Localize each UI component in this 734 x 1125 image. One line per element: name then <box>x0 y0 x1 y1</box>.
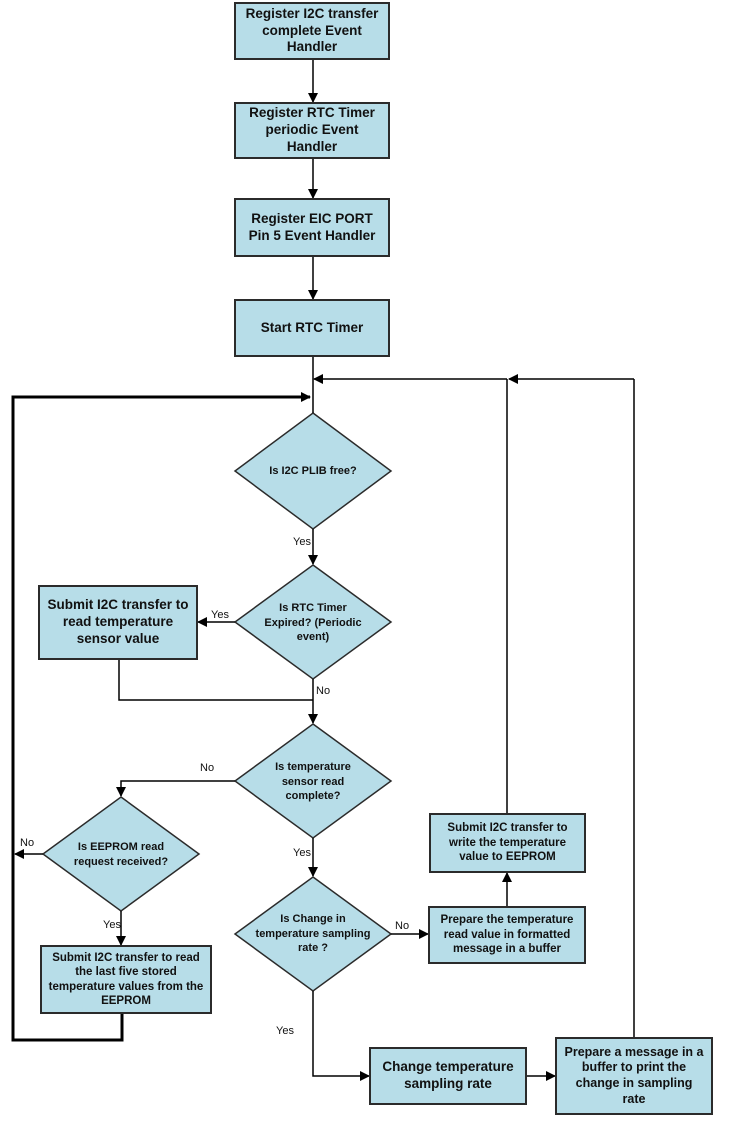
decision-sensor-complete-label: Is temperature sensor read complete? <box>275 760 351 803</box>
label-yes-rtc-expired: Yes <box>211 609 229 621</box>
node-submit-read-eeprom: Submit I2C transfer to read the last fiv… <box>40 945 212 1014</box>
edge-sensor-no <box>116 780 235 797</box>
decision-change-rate-label: Is Change in temperature sampling rate ? <box>255 912 371 955</box>
edge-sensor-submit-return <box>118 660 313 701</box>
decision-i2c-free-label: Is I2C PLIB free? <box>269 464 357 477</box>
node-start-rtc-timer: Start RTC Timer <box>234 299 390 357</box>
node-register-i2c-handler: Register I2C transfer complete Event Han… <box>234 2 390 60</box>
label-no-change-rate: No <box>395 920 410 932</box>
label-yes-sensor-complete: Yes <box>293 847 311 859</box>
node-submit-read-sensor: Submit I2C transfer to read temperature … <box>38 585 198 660</box>
node-prepare-formatted-message: Prepare the temperature read value in fo… <box>428 906 586 964</box>
edge-change-yes <box>312 991 370 1081</box>
edge-eeprom-submit-return <box>11 392 311 1042</box>
label-no-eeprom-read: No <box>20 837 35 849</box>
label-yes-change-rate: Yes <box>276 1025 294 1037</box>
decision-eeprom-read-label: Is EEPROM read request received? <box>73 841 169 868</box>
node-change-sampling-rate: Change temperature sampling rate <box>369 1047 527 1105</box>
node-submit-write-eeprom: Submit I2C transfer to write the tempera… <box>429 813 586 873</box>
decision-rtc-expired-label: Is RTC Timer Expired? (Periodic event) <box>264 601 362 644</box>
node-register-rtc-handler: Register RTC Timer periodic Event Handle… <box>234 102 390 159</box>
node-register-eic-handler: Register EIC PORT Pin 5 Event Handler <box>234 198 390 257</box>
label-no-rtc-expired: No <box>316 685 331 697</box>
node-prepare-rate-message: Prepare a message in a buffer to print t… <box>555 1037 713 1115</box>
label-yes-i2c-free: Yes <box>293 536 311 548</box>
label-no-sensor-complete: No <box>200 762 215 774</box>
label-yes-eeprom-read: Yes <box>103 919 121 931</box>
